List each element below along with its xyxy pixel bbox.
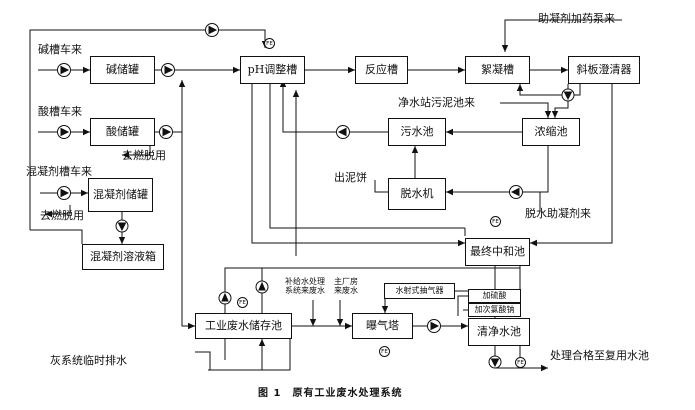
pipe-dewater-to-cake: [374, 180, 388, 193]
pipe-thick-to-dewater: [446, 146, 549, 192]
label-water-station-sludge: 净水站污泥池来: [398, 96, 475, 109]
label-desulf-2: 去燃脱用: [40, 209, 84, 222]
pump-acid-in-icon: [57, 125, 71, 139]
industrial-wastewater-storage: 工业废水储存池: [195, 313, 292, 339]
pipe-ph-down2: [269, 80, 466, 236]
label-acid-truck: 酸槽车来: [38, 105, 82, 118]
pipe-to-desulf-2: [45, 205, 71, 218]
flow-element-aeration: FE: [379, 346, 390, 357]
pump-recycle-icon: [205, 23, 219, 37]
label-coagulant-pump: 助凝剂加药泵来: [538, 12, 615, 25]
coagulant-tank: 混凝剂储罐: [88, 178, 153, 212]
flow-element-ph: FE: [264, 38, 275, 49]
pipe-acid-to-clean: [457, 295, 468, 316]
pipe-to-desulf-1: [122, 146, 151, 159]
pump-dewater-icon: [509, 185, 523, 199]
pump-alkali-out-icon: [161, 63, 175, 77]
pump-clarifier-icon: [561, 88, 575, 102]
pipe-ph-to-final: [251, 80, 465, 247]
figure-caption: 图 1 原有工业废水处理系统: [258, 388, 403, 399]
label-makeup-water: 补给水处理系统来废水: [285, 277, 325, 296]
pump-alkali-in-icon: [57, 63, 71, 77]
label-desulf-1: 去燃脱用: [122, 149, 166, 162]
pipe-ash-3: [208, 339, 291, 371]
flow-element-final: FE: [490, 216, 501, 227]
final-neutralization-pool: 最终中和池: [465, 238, 530, 266]
pump-coag-in-icon: [57, 186, 71, 200]
label-to-reuse-pool: 处理合格至复用水池: [550, 349, 649, 362]
coagulant-solution-tank: 混凝剂溶液箱: [82, 244, 164, 270]
reaction-tank: 反应槽: [355, 56, 408, 84]
acid-tank: 酸储罐: [90, 118, 155, 146]
add-sodium-hypochlorite: 加次氯酸钠: [468, 303, 521, 317]
pump-coag-down-icon: [115, 219, 129, 233]
dewatering-machine: 脱水机: [388, 178, 446, 210]
water-jet-ejector: 水射式抽气器: [384, 283, 455, 299]
flocculation-tank: 絮凝槽: [465, 56, 530, 84]
sewage-pool: 污水池: [388, 118, 446, 146]
pipe-coagulant-feed: [501, 19, 622, 52]
pump-sewage-icon: [336, 125, 350, 139]
inclined-plate-clarifier: 斜板澄清器: [568, 56, 640, 84]
label-ash-system: 灰系统临时排水: [50, 354, 127, 367]
ph-adjust-tank: pH调整槽: [240, 56, 305, 84]
alkali-tank: 碱储罐: [90, 56, 155, 84]
pipe-coag-loop: [30, 229, 83, 244]
pump-clean-out-icon: [488, 355, 502, 369]
pump-acid-out-icon: [159, 125, 173, 139]
pump-storage-1-icon: [218, 291, 232, 305]
flow-element-clean-out: FE: [515, 357, 526, 368]
pipe-ash: [195, 339, 226, 370]
aeration-tower: 曝气塔: [352, 313, 413, 339]
pipe-water-station: [500, 102, 552, 118]
pipe-acid-down: [181, 132, 195, 330]
pump-storage-2-icon: [255, 280, 269, 294]
flow-element-storage: FE: [237, 297, 248, 308]
label-coagulant-truck: 混凝剂槽车来: [26, 165, 92, 178]
add-sulfuric-acid: 加硫酸: [468, 289, 521, 303]
clean-water-pool: 清净水池: [468, 318, 530, 346]
pipe-acid-to-ph: [155, 80, 182, 133]
pipe-clarifier-return: [516, 84, 581, 96]
label-alkali-truck: 碱槽车来: [38, 43, 82, 56]
label-dewater-aid: 脱水助凝剂来: [525, 207, 591, 220]
label-main-building: 主厂房来废水: [334, 277, 358, 296]
thickener: 浓缩池: [522, 118, 580, 146]
pipe-sewage-to-ph: [283, 80, 388, 133]
label-sludge-cake: 出泥饼: [334, 171, 367, 184]
pump-aeration-icon: [427, 319, 441, 333]
pipe-clarifier-to-final: [530, 84, 613, 247]
